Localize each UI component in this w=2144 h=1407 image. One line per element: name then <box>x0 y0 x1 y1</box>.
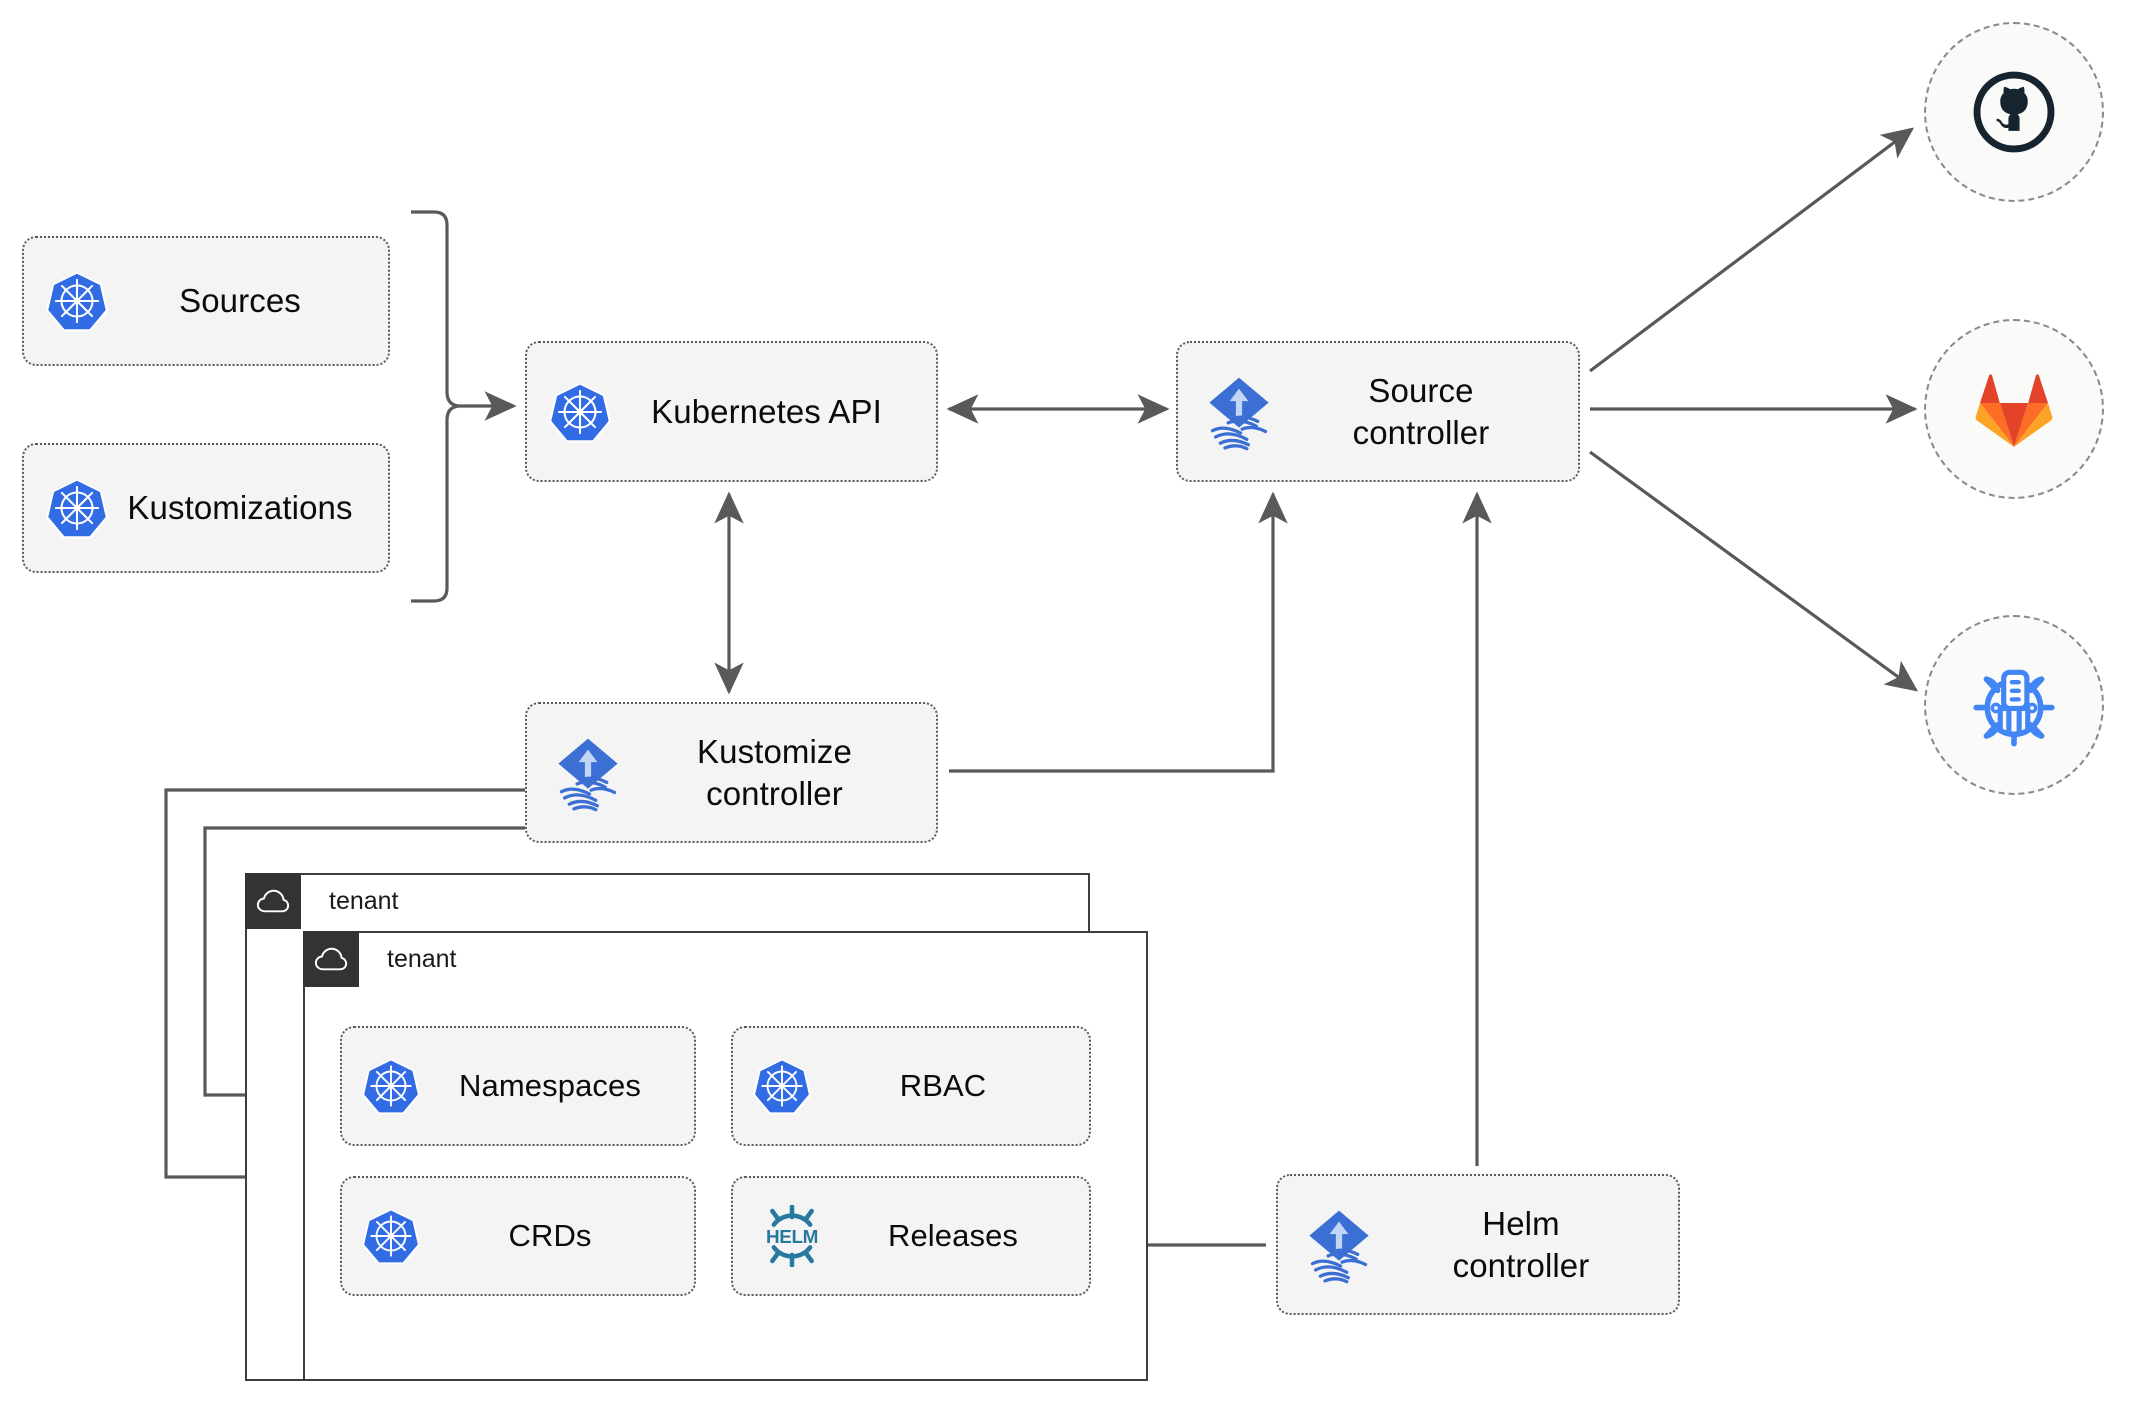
node-label: Source controller <box>1352 372 1490 451</box>
node-label: Kustomize controller <box>697 733 852 812</box>
gitlab-icon <box>1975 374 2053 447</box>
node-releases[interactable]: HELM Releases <box>731 1176 1091 1296</box>
node-namespaces[interactable]: Namespaces <box>340 1026 696 1146</box>
edge-group-brace <box>411 210 460 603</box>
node-label: Sources <box>179 282 301 320</box>
flux-icon <box>1300 1206 1378 1284</box>
kubernetes-icon <box>753 1057 811 1115</box>
tenant-label: tenant <box>387 944 457 973</box>
svg-text:HELM: HELM <box>766 1227 818 1248</box>
tenant-label: tenant <box>329 886 399 915</box>
node-kustomize-controller[interactable]: Kustomize controller <box>525 702 938 843</box>
node-label: Namespaces <box>459 1067 641 1103</box>
node-label: RBAC <box>899 1067 987 1103</box>
kubernetes-icon <box>549 381 611 443</box>
helm-icon: HELM <box>753 1205 831 1267</box>
node-label: Helm controller <box>1452 1205 1590 1284</box>
node-rbac[interactable]: RBAC <box>731 1026 1091 1146</box>
node-crds[interactable]: CRDs <box>340 1176 696 1296</box>
tenant-header-back: tenant <box>245 873 399 929</box>
helm-repository-icon <box>1973 669 2055 747</box>
node-kustomizations[interactable]: Kustomizations <box>22 443 390 573</box>
node-source-controller[interactable]: Source controller <box>1176 341 1580 482</box>
edge-sourcectl-github <box>1589 127 1915 373</box>
external-gitlab[interactable] <box>1924 319 2104 499</box>
node-label: Kustomizations <box>127 489 353 527</box>
kubernetes-icon <box>362 1207 420 1265</box>
tenant-header-front: tenant <box>303 931 457 987</box>
edge-kustomizectl-sourcectl <box>949 491 1288 773</box>
flux-icon <box>1200 373 1278 451</box>
node-sources[interactable]: Sources <box>22 236 390 366</box>
node-label: CRDs <box>508 1217 592 1253</box>
github-icon <box>1973 71 2055 153</box>
kubernetes-icon <box>46 270 108 332</box>
kubernetes-icon <box>46 477 108 539</box>
kubernetes-icon <box>362 1057 420 1115</box>
node-label: Kubernetes API <box>651 392 882 430</box>
cloud-icon <box>245 873 301 929</box>
node-kubernetes-api[interactable]: Kubernetes API <box>525 341 938 482</box>
tenant-container-front[interactable]: tenant <box>303 931 1148 1381</box>
node-helm-controller[interactable]: Helm controller <box>1276 1174 1680 1315</box>
cloud-icon <box>303 931 359 987</box>
node-label: Releases <box>887 1217 1019 1253</box>
flux-icon <box>549 734 627 812</box>
external-helm-repository[interactable] <box>1924 615 2104 795</box>
external-github[interactable] <box>1924 22 2104 202</box>
edge-sourcectl-bucket <box>1589 450 1919 692</box>
